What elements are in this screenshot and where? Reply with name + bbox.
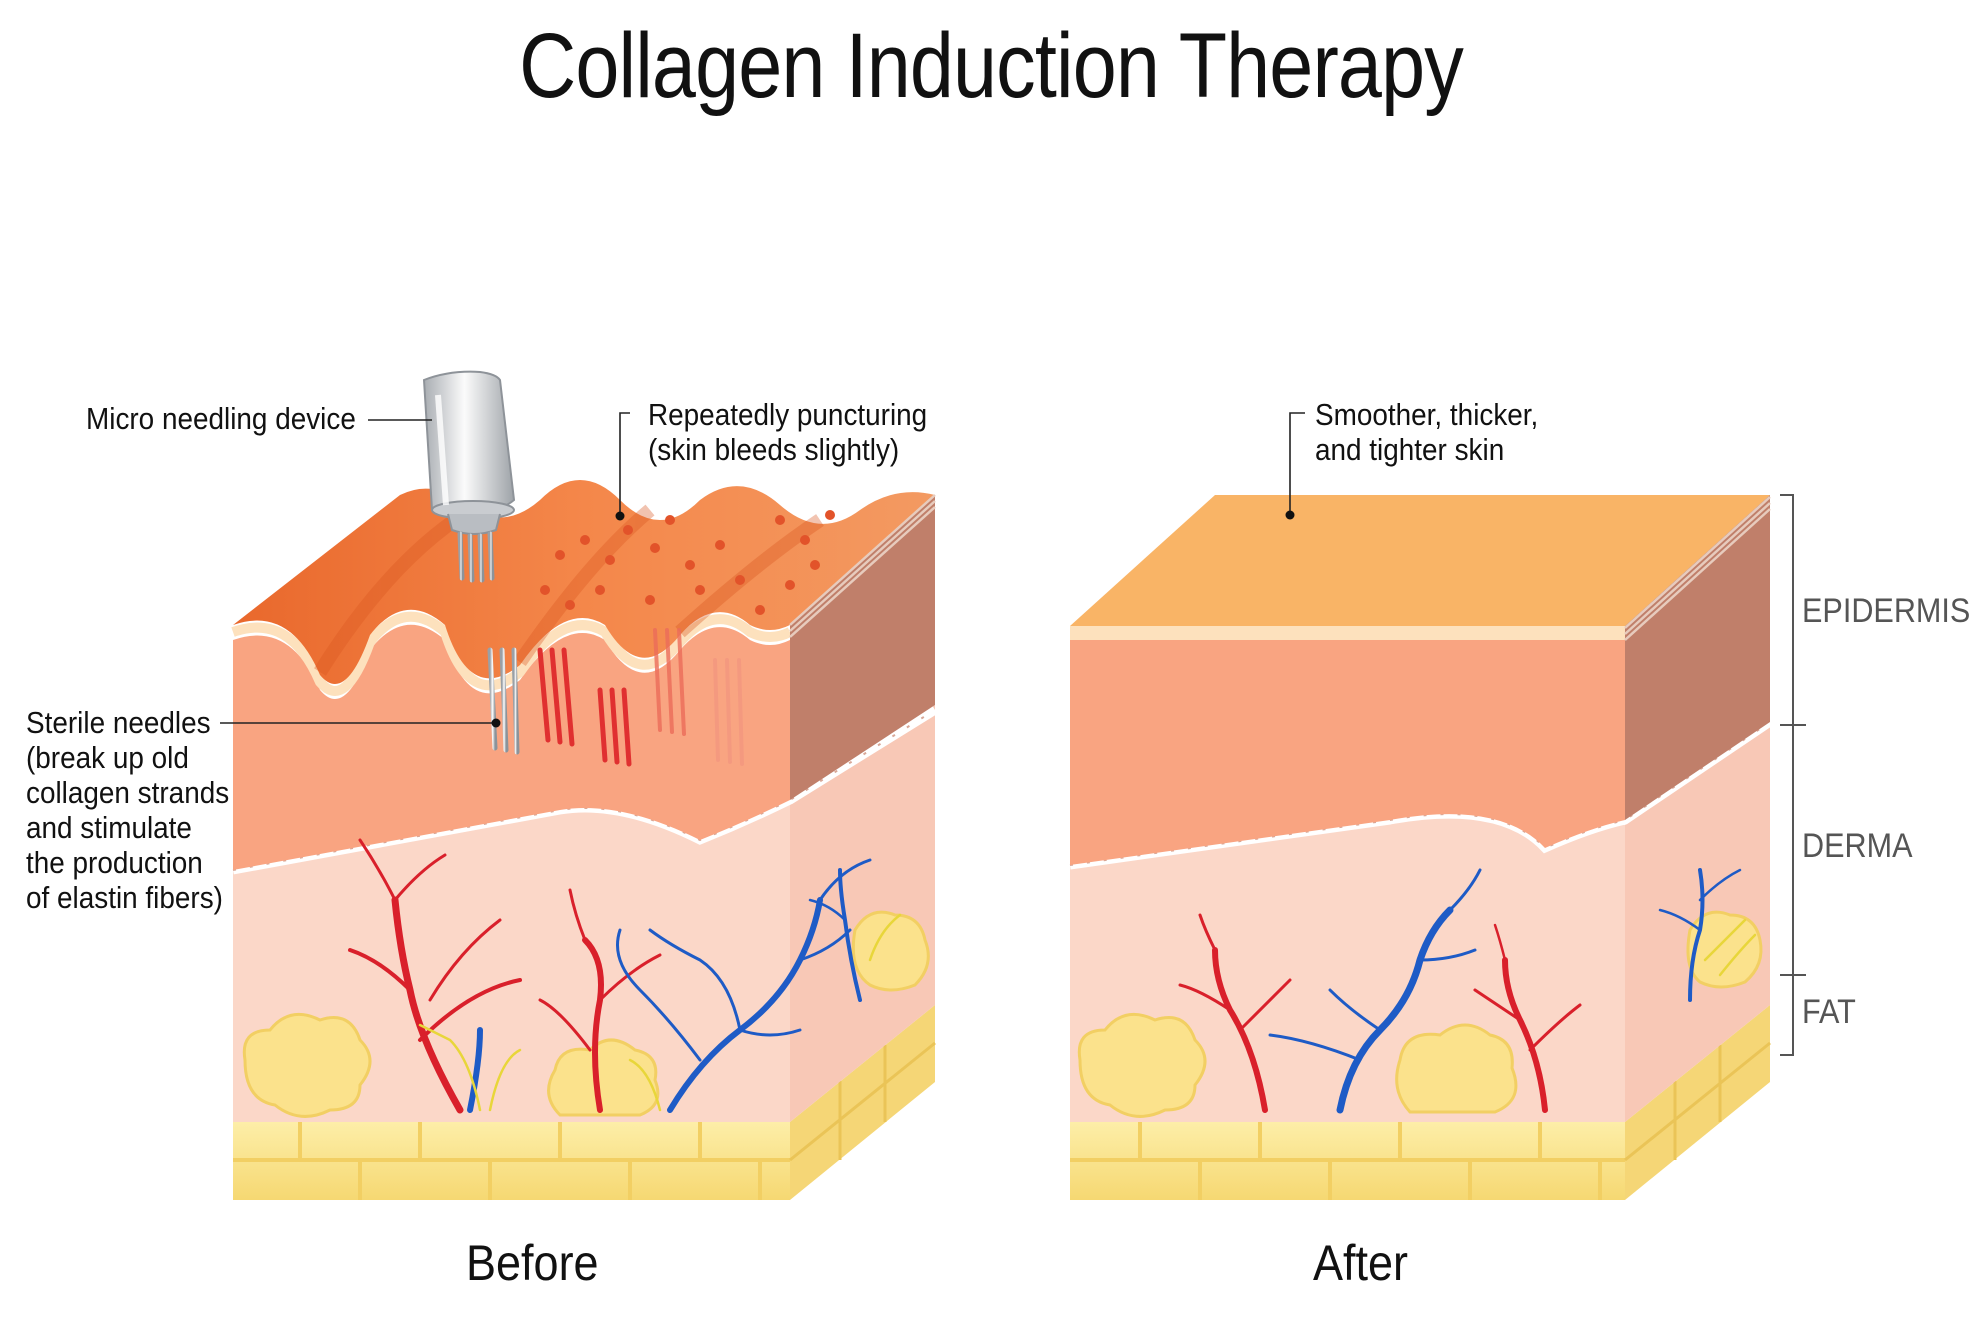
label-line: the production [26, 845, 203, 880]
after-epidermis-surface [1070, 495, 1770, 626]
label-line: and stimulate [26, 810, 192, 845]
device-needles [457, 531, 495, 583]
label-line: of elastin fibers) [26, 880, 223, 915]
after-fat-lobules [1077, 910, 1763, 1118]
before-dermis-side [790, 705, 935, 1122]
layer-label-derma: DERMA [1802, 827, 1913, 865]
before-epidermis-side [790, 495, 935, 800]
needle-channels [537, 647, 632, 767]
label-micro-needling-device: Micro needling device [86, 401, 356, 436]
before-fat-lobules [242, 910, 930, 1118]
before-skin-block [231, 480, 938, 1200]
leader-lines [220, 412, 1305, 724]
label-line: and tighter skin [1315, 432, 1505, 467]
label-line: Sterile needles [26, 705, 211, 740]
after-epidermis-layer [1070, 640, 1625, 865]
sterile-needles [487, 647, 520, 755]
label-line: Repeatedly puncturing [648, 397, 928, 432]
after-blood-vessels [1178, 868, 1757, 1114]
before-epidermis-layer [233, 624, 790, 870]
label-line: (break up old [26, 740, 189, 775]
label-line: (skin bleeds slightly) [648, 432, 900, 467]
after-skin-block [1069, 495, 1773, 1200]
after-epidermis-side [1625, 495, 1770, 820]
layer-label-epidermis: EPIDERMIS [1802, 592, 1971, 630]
label-smoother-skin: Smoother, thicker, and tighter skin [1315, 397, 1538, 467]
label-line: Smoother, thicker, [1315, 397, 1539, 432]
puncture-marks [540, 510, 835, 615]
before-blood-vessels [348, 838, 902, 1114]
caption-after: After [1313, 1235, 1409, 1291]
label-repeatedly-puncturing: Repeatedly puncturing (skin bleeds sligh… [648, 397, 927, 467]
before-epidermis-surface [233, 480, 935, 684]
caption-before: Before [466, 1235, 599, 1291]
label-line: collagen strands [26, 775, 230, 810]
before-dermis-layer [233, 800, 790, 1122]
diagram-title: Collagen Induction Therapy [519, 15, 1464, 117]
label-sterile-needles: Sterile needles (break up old collagen s… [26, 705, 229, 915]
layer-label-fat: FAT [1802, 993, 1856, 1031]
layer-brackets [1780, 494, 1806, 1056]
micro-needling-device [422, 370, 516, 583]
